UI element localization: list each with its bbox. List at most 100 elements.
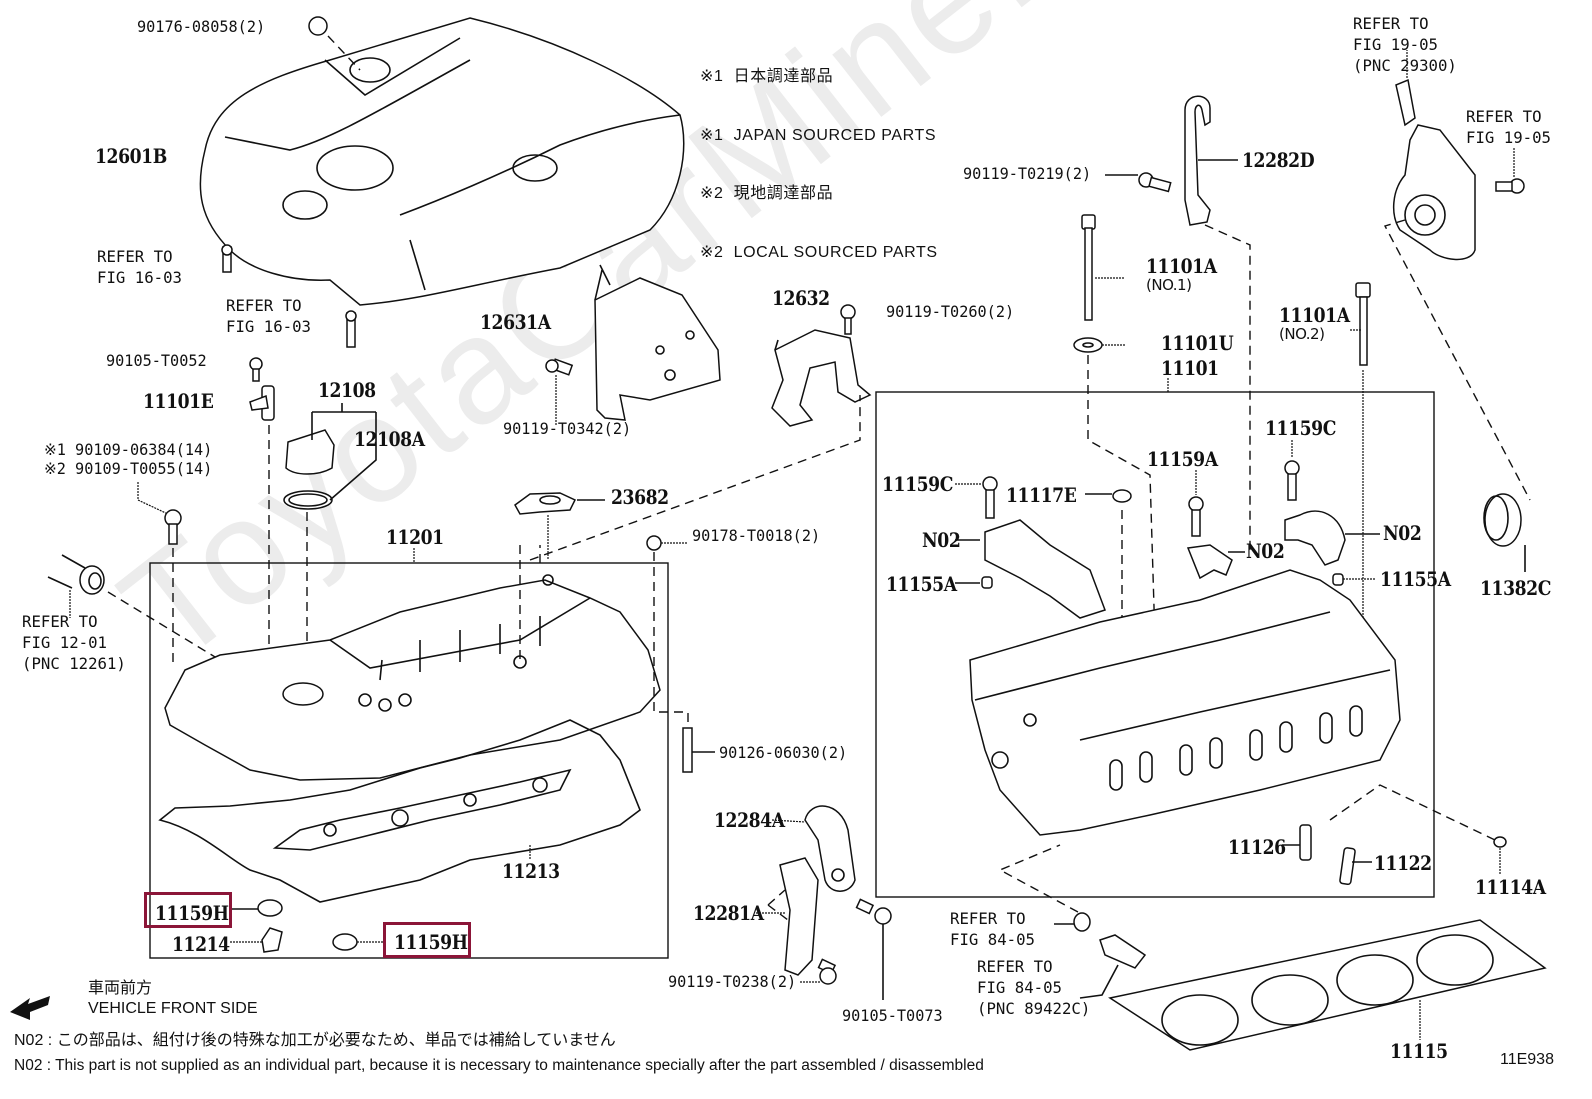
cylinder-head-cover-11201[interactable] [164,545,661,781]
label-90109-T0055[interactable]: ※2 90109-T0055(14) [44,459,213,478]
sensor-ref-84-05[interactable] [1079,934,1147,999]
dowel-11155A-b[interactable] [1332,573,1375,586]
bracket-12631A[interactable] [594,264,721,421]
bolt-90176[interactable] [308,16,361,71]
bracket-12632[interactable] [771,329,872,427]
bolt-90119-T0219[interactable] [1105,172,1172,193]
bolt-90119-T0342[interactable] [545,358,574,425]
label-N02-b[interactable]: N02 [1246,539,1285,563]
plug-11114A[interactable] [1329,784,1507,875]
label-11101[interactable]: 11101 [1161,356,1219,380]
bolt-11159C-b[interactable] [1284,440,1300,501]
head-gasket-11115[interactable] [1108,919,1547,1051]
label-90119-T0260[interactable]: 90119-T0260(2) [886,302,1015,321]
label-11159H-b[interactable]: 11159H [394,930,468,954]
ref-fig-12-01[interactable]: REFER TO FIG 12-01 (PNC 12261) [22,612,126,673]
label-11115[interactable]: 11115 [1390,1039,1448,1063]
label-90119-T0238[interactable]: 90119-T0238(2) [668,972,797,991]
bolt-11101A-no2[interactable] [1350,282,1371,640]
ref-fig-19-05-a[interactable]: REFER TO FIG 19-05 (PNC 29300) [1353,14,1457,75]
label-12284A[interactable]: 12284A [714,808,785,832]
label-90119-T0342[interactable]: 90119-T0342(2) [503,419,632,438]
bolt-90119-T0238[interactable] [800,958,837,985]
label-11159C-b[interactable]: 11159C [1265,416,1336,440]
gasket-ref-84-05[interactable] [998,844,1091,932]
tube-11122[interactable] [1339,847,1372,886]
label-90105-T0052[interactable]: 90105-T0052 [106,351,207,370]
label-90119-T0219[interactable]: 90119-T0219(2) [963,164,1092,183]
label-11155A-a[interactable]: 11155A [886,572,957,596]
stud-ref-16-03-b[interactable] [345,310,357,348]
stud-ref-16-03-a[interactable] [221,244,233,273]
label-12631A[interactable]: 12631A [480,310,551,334]
label-N02-c[interactable]: N02 [1383,521,1422,545]
label-90109-06384[interactable]: ※1 90109-06384(14) [44,440,213,459]
camshaft-cap-N02-b[interactable] [1186,544,1245,580]
label-11214[interactable]: 11214 [172,932,230,956]
label-12108A[interactable]: 12108A [354,427,425,451]
label-11122[interactable]: 11122 [1374,851,1432,875]
bolt-90105-T0052[interactable] [249,357,263,382]
bracket-12281A[interactable] [756,857,819,976]
bolt-90105-T0073[interactable] [855,898,892,1000]
part-11159H-a[interactable] [232,899,283,917]
label-11159A[interactable]: 11159A [1147,447,1218,471]
label-12632[interactable]: 12632 [772,286,830,310]
label-11101A-no1[interactable]: 11101A [1146,254,1217,278]
engine-cover-12601B[interactable] [199,17,685,306]
label-90178-T0018[interactable]: 90178-T0018(2) [692,526,821,545]
stud-90126-06030[interactable] [682,727,715,773]
bracket-23682[interactable] [514,492,605,560]
label-N02-a[interactable]: N02 [922,528,961,552]
ref-fig-16-03-a[interactable]: REFER TO FIG 16-03 [97,247,182,287]
camshaft-cap-N02-c[interactable] [1284,510,1380,566]
label-90176-08058[interactable]: 90176-08058(2) [137,17,266,36]
washer-11101U[interactable] [1073,337,1156,641]
label-90126-06030[interactable]: 90126-06030(2) [719,743,848,762]
sensor-11101E[interactable] [249,385,275,665]
label-11117E[interactable]: 11117E [1006,483,1077,507]
label-11155A-b[interactable]: 11155A [1380,567,1451,591]
part-11159H-b[interactable] [332,933,386,951]
ref-fig-84-05-a[interactable]: REFER TO FIG 84-05 [950,909,1035,949]
pipe-ref-12-01[interactable] [47,554,221,661]
camshaft-cap-N02-a[interactable] [955,519,1106,619]
ref-fig-84-05-b[interactable]: REFER TO FIG 84-05 (PNC 89422C) [977,957,1091,1018]
label-11159C-a[interactable]: 11159C [882,472,953,496]
nut-90178-T0018[interactable] [646,535,689,725]
cylinder-head-11101[interactable] [969,569,1401,836]
bolt-ref-19-05[interactable] [1495,148,1525,194]
label-12281A[interactable]: 12281A [693,901,764,925]
label-11382C[interactable]: 11382C [1480,576,1551,600]
label-90105-T0073[interactable]: 90105-T0073 [842,1006,943,1025]
label-12108[interactable]: 12108 [318,378,376,402]
label-11101A-no2[interactable]: 11101A [1279,303,1350,327]
vacuum-pump-ref-19-05[interactable] [1383,50,1531,501]
label-11101E[interactable]: 11101E [143,389,214,413]
label-11213[interactable]: 11213 [502,859,560,883]
bolt-11159C-a[interactable] [955,476,998,519]
label-11126[interactable]: 11126 [1228,835,1286,859]
oil-seal-11382C[interactable] [1483,493,1526,572]
ref-fig-16-03-b[interactable]: REFER TO FIG 16-03 [226,296,311,336]
bracket-12284A[interactable] [771,805,856,892]
gasket-11213[interactable] [158,719,641,903]
label-11159H-a[interactable]: 11159H [155,901,229,925]
part-11214[interactable] [230,927,283,953]
hook-12282D[interactable] [1184,95,1251,555]
ref-fig-19-05-b[interactable]: REFER TO FIG 19-05 [1466,107,1551,147]
oil-cap-12108[interactable] [283,429,335,690]
bolt-90119-T0260[interactable] [840,304,856,335]
bolt-90109[interactable] [137,482,182,665]
tube-11126[interactable] [1282,824,1312,861]
label-12282D[interactable]: 12282D [1242,148,1315,172]
label-12601B[interactable]: 12601B [95,144,167,168]
bolt-11101A-no1[interactable] [1081,214,1125,321]
label-11101U[interactable]: 11101U [1161,331,1234,355]
label-11114A[interactable]: 11114A [1475,875,1546,899]
dowel-11155A-a[interactable] [955,576,993,589]
label-11201[interactable]: 11201 [386,525,444,549]
bolt-11159A[interactable] [1188,470,1204,537]
label-23682[interactable]: 23682 [611,485,669,509]
plug-11117E[interactable] [1085,489,1132,630]
